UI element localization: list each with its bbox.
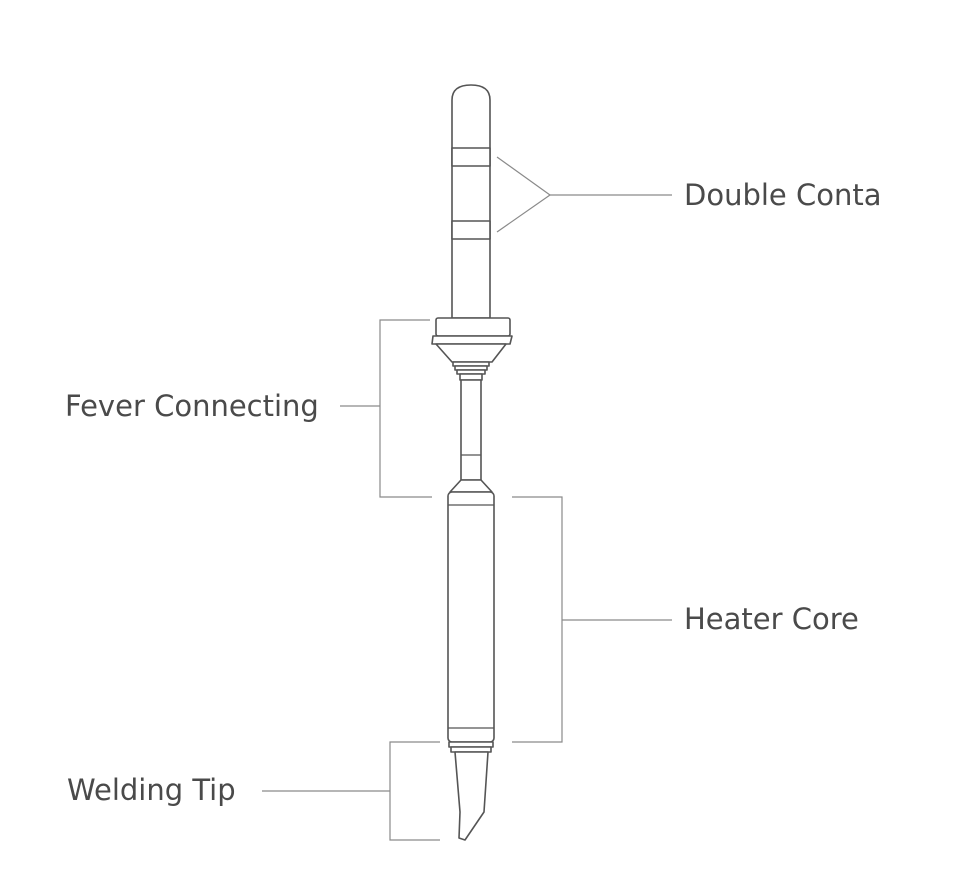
contact-ring-lower — [451, 220, 491, 240]
leader-welding-tip — [262, 741, 440, 841]
leader-double-contact — [496, 156, 672, 233]
heater-core-body — [447, 479, 495, 743]
label-heater-core: Heater Core — [684, 602, 859, 636]
neck — [460, 379, 482, 481]
chisel-tip — [454, 751, 489, 841]
tip-rings — [448, 741, 494, 753]
label-double-contact: Double Conta — [684, 178, 882, 212]
label-welding-tip: Welding Tip — [67, 773, 236, 807]
leader-heater-core — [512, 496, 672, 743]
connector-shaft — [451, 84, 491, 319]
label-fever-connecting: Fever Connecting — [65, 389, 319, 423]
leader-fever-connecting — [340, 319, 432, 498]
contact-ring-upper — [451, 147, 491, 167]
collar-flange — [431, 317, 513, 381]
